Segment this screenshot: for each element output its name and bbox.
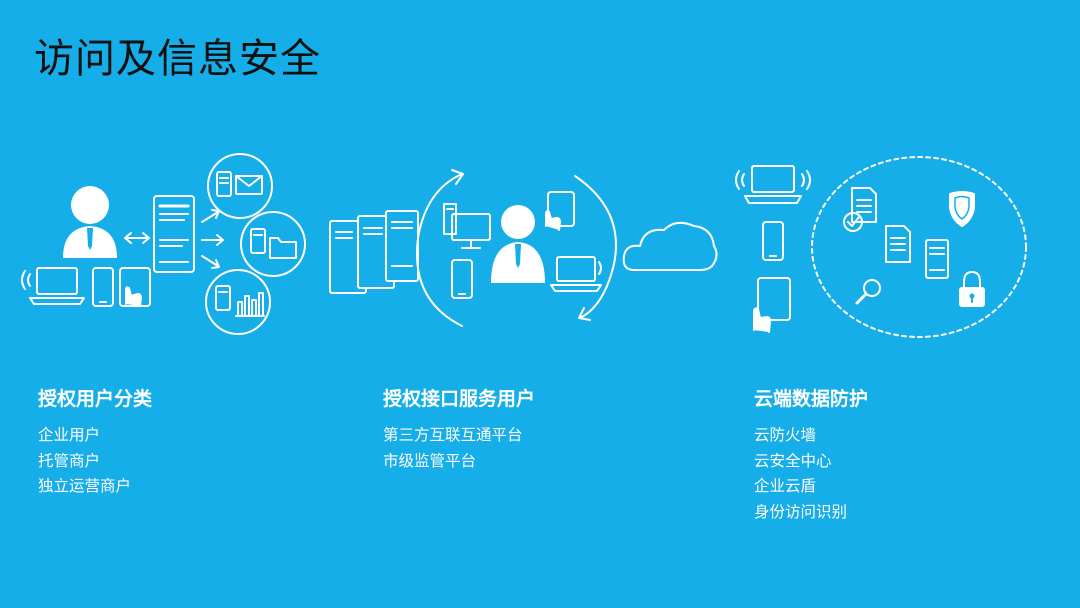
user-classification-illustration — [21, 153, 306, 335]
shield-icon — [949, 191, 975, 227]
section-list: 企业用户 托管商户 独立运营商户 — [38, 423, 152, 500]
list-item: 第三方互联互通平台 — [383, 426, 523, 444]
tablet-icon — [119, 267, 151, 307]
user-icon — [491, 205, 545, 283]
server-rack-icon — [153, 195, 195, 273]
bar-chart-icon — [205, 269, 271, 335]
list-item: 独立运营商户 — [38, 477, 132, 495]
tablet-icon — [753, 277, 791, 333]
folder-icon — [240, 211, 306, 277]
document-icon — [843, 187, 877, 232]
user-icon — [63, 186, 117, 258]
phone-icon — [451, 259, 473, 299]
tablet-icon — [545, 191, 575, 231]
section-list: 第三方互联互通平台 市级监管平台 — [383, 423, 535, 474]
distribution-arrows — [201, 209, 224, 269]
list-item: 企业云盾 — [754, 477, 817, 495]
list-item: 托管商户 — [38, 451, 101, 470]
wifi-signal-icon — [735, 170, 811, 190]
list-item: 市级监管平台 — [383, 451, 477, 470]
laptop-icon — [550, 256, 602, 292]
interface-service-illustration — [329, 169, 718, 327]
list-item: 云安全中心 — [754, 451, 832, 470]
phone-icon — [92, 267, 114, 307]
cloud-icon — [622, 221, 718, 271]
section-heading: 授权接口服务用户 — [383, 388, 536, 410]
security-boundary — [811, 156, 1027, 338]
mail-icon — [207, 153, 273, 219]
section-list: 云防火墙 云安全中心 企业云盾 身份访问识别 — [754, 423, 868, 525]
page-title: 访问及信息安全 — [34, 36, 321, 82]
document-icon — [885, 225, 911, 263]
refresh-arrows-icon — [416, 169, 617, 327]
laptop-icon — [744, 165, 802, 204]
section-heading: 云端数据防护 — [754, 388, 869, 410]
server-rack-icon — [329, 210, 419, 294]
list-item: 身份访问识别 — [754, 502, 848, 521]
magnifier-icon — [855, 279, 881, 305]
section-cloud-data-protection: 云端数据防护 云防火墙 云安全中心 企业云盾 身份访问识别 — [754, 384, 868, 525]
section-heading: 授权用户分类 — [38, 388, 153, 410]
phone-icon — [762, 221, 784, 261]
section-user-classification: 授权用户分类 企业用户 托管商户 独立运营商户 — [38, 384, 152, 500]
cloud-protection-illustration — [735, 156, 1027, 338]
server-tower-icon — [925, 239, 949, 279]
list-item: 云防火墙 — [754, 426, 817, 444]
double-arrow-icon — [124, 232, 150, 244]
section-interface-service-users: 授权接口服务用户 第三方互联互通平台 市级监管平台 — [383, 384, 535, 474]
wifi-signal-icon — [21, 270, 31, 290]
lock-icon — [959, 271, 985, 307]
laptop-icon — [29, 267, 85, 305]
list-item: 企业用户 — [38, 426, 101, 444]
server-tower-icon — [443, 203, 457, 235]
monitor-icon — [451, 213, 491, 249]
illustration — [21, 153, 1027, 338]
